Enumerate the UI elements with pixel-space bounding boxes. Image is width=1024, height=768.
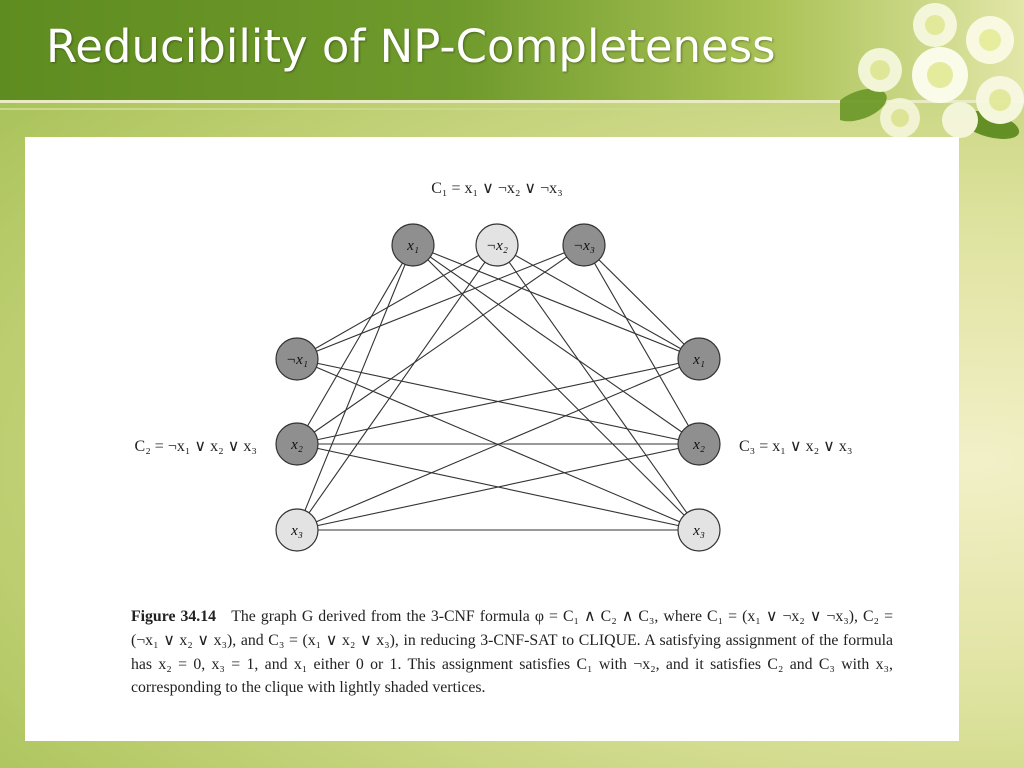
caption-label: Figure 34.14 (131, 608, 217, 625)
edge-c1-x1-c3-x1 (412, 244, 700, 360)
edge-c1-x1-c3-x2 (412, 244, 700, 445)
vertex-circle (562, 223, 606, 267)
clause-graph: x₁ ¬x₂ ¬x₃ ¬x₁ x₂ x₃ x₁ x₂ x₃ C₁ = x₁ ∨ ¬x₂ ∨ ¬x… (135, 180, 852, 552)
figure-caption: Figure 34.14 The graph G derived from th… (131, 605, 893, 700)
vertex-c2-x3: x₃ (275, 508, 319, 552)
edge-c1-nx2-c3-x1 (496, 244, 700, 360)
edge-layer (296, 244, 700, 531)
vertex-c1-nx2: ¬x₂ (475, 223, 519, 267)
vertex-label: ¬x₃ (573, 238, 595, 254)
vertex-circle (677, 508, 721, 552)
vertex-circle (391, 223, 435, 267)
vertex-c2-nx1: ¬x₁ (275, 337, 319, 381)
vertex-label: x₁ (692, 352, 705, 368)
clause-c2-label: C₂ = ¬x₁ ∨ x₂ ∨ x₃ (135, 438, 257, 455)
clause-c3-label: C₃ = x₁ ∨ x₂ ∨ x₃ (739, 438, 852, 455)
vertex-c3-x2: x₂ (677, 422, 721, 466)
edge-c2-x3-c3-x2 (296, 443, 700, 531)
title-band (0, 0, 1024, 102)
vertex-c3-x1: x₁ (677, 337, 721, 381)
flower-decoration (840, 3, 1024, 139)
vertex-label: x₂ (692, 437, 705, 453)
edge-c1-nx3-c2-nx1 (296, 244, 585, 360)
edge-c1-nx3-c2-x2 (296, 244, 585, 445)
figure-panel: x₁ ¬x₂ ¬x₃ ¬x₁ x₂ x₃ x₁ x₂ x₃ C₁ = x₁ ∨ ¬x₂ ∨ ¬x… (25, 137, 959, 741)
vertex-circle (275, 422, 319, 466)
slide-title: Reducibility of NP-Completeness (46, 20, 776, 73)
caption-text: The graph G derived from the 3-CNF formu… (131, 608, 893, 697)
vertex-label: ¬x₂ (486, 238, 508, 254)
vertex-c2-x2: x₂ (275, 422, 319, 466)
edge-c1-nx2-c2-nx1 (296, 244, 498, 360)
vertex-c1-nx3: ¬x₃ (562, 223, 606, 267)
vertex-circle (275, 508, 319, 552)
vertex-label: x₃ (290, 523, 303, 539)
vertex-circle (275, 337, 319, 381)
vertex-circle (677, 422, 721, 466)
edge-c1-x1-c3-x3 (412, 244, 700, 531)
vertex-label: x₂ (290, 437, 303, 453)
vertex-label: x₃ (692, 523, 705, 539)
vertex-circle (475, 223, 519, 267)
vertex-layer: x₁ ¬x₂ ¬x₃ ¬x₁ x₂ x₃ x₁ x₂ x₃ (275, 223, 721, 552)
edge-c2-x3-c3-x1 (296, 358, 700, 531)
edge-c1-x1-c2-x2 (296, 244, 414, 445)
edge-c1-nx2-c3-x3 (496, 244, 700, 531)
vertex-label: x₁ (406, 238, 419, 254)
title-divider-secondary (0, 108, 1024, 110)
vertex-c1-x1: x₁ (391, 223, 435, 267)
edge-c1-nx3-c3-x1 (583, 244, 700, 360)
edge-c1-x1-c2-x3 (296, 244, 414, 531)
title-divider (0, 100, 1024, 103)
vertex-label: ¬x₁ (286, 352, 308, 368)
clause-c1-label: C₁ = x₁ ∨ ¬x₂ ∨ ¬x₃ (431, 180, 562, 197)
vertex-c3-x3: x₃ (677, 508, 721, 552)
vertex-circle (677, 337, 721, 381)
edge-c1-nx3-c3-x2 (583, 244, 700, 445)
edge-c2-x2-c3-x1 (296, 358, 700, 445)
